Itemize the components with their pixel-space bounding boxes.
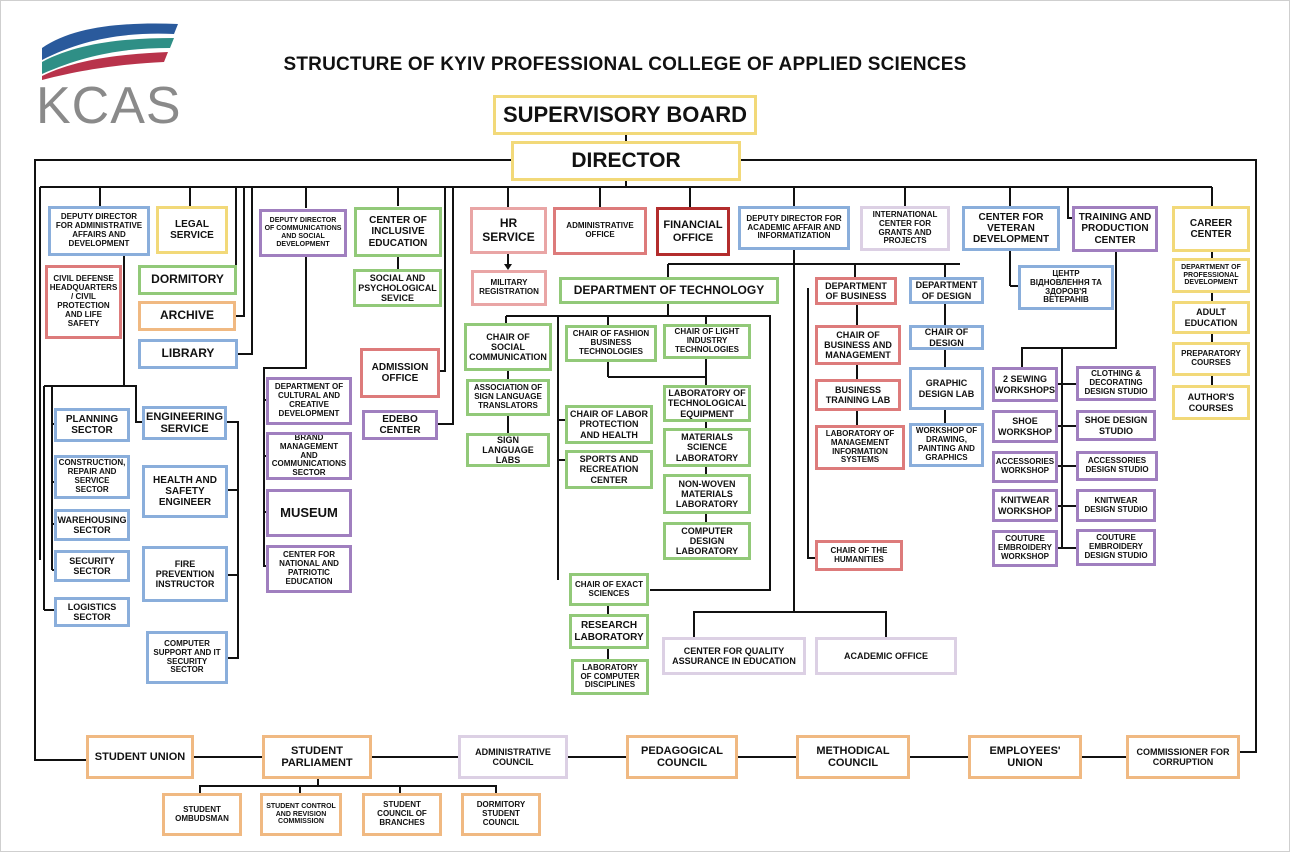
clothing-studio-box: CLOTHING & DECORATING DESIGN STUDIO bbox=[1076, 366, 1156, 401]
methodical-council-box: METHODICAL COUNCIL bbox=[796, 735, 910, 779]
chair-business-mgmt-box: CHAIR OF BUSINESS AND MANAGEMENT bbox=[815, 325, 901, 365]
research-lab-box: RESEARCH LABORATORY bbox=[569, 614, 649, 649]
chair-labor-box: CHAIR OF LABOR PROTECTION AND HEALTH bbox=[565, 405, 653, 444]
lab-comp-disc-box: LABORATORY OF COMPUTER DISCIPLINES bbox=[571, 659, 649, 695]
dept-technology-box: DEPARTMENT OF TECHNOLOGY bbox=[559, 277, 779, 304]
deputy-academic-box: DEPUTY DIRECTOR FOR ACADEMIC AFFAIR AND … bbox=[738, 206, 850, 250]
nonwoven-lab-box: NON-WOVEN MATERIALS LABORATORY bbox=[663, 474, 751, 514]
chair-exact-box: CHAIR OF EXACT SCIENCES bbox=[569, 573, 649, 606]
military-reg-box: MILITARY REGISTRATION bbox=[471, 270, 547, 306]
student-council-box: STUDENT COUNCIL OF BRANCHES bbox=[362, 793, 442, 836]
deputy-admin-box: DEPUTY DIRECTOR FOR ADMINISTRATIVE AFFAI… bbox=[48, 206, 150, 256]
accessories-workshop-box: ACCESSORIES WORKSHOP bbox=[992, 451, 1058, 483]
social-psych-box: SOCIAL AND PSYCHOLOGICAL SEVICE bbox=[353, 269, 442, 307]
student-control-box: STUDENT CONTROL AND REVISION COMMISSION bbox=[260, 793, 342, 836]
career-center-box: CAREER CENTER bbox=[1172, 206, 1250, 252]
inclusive-center-box: CENTER OF INCLUSIVE EDUCATION bbox=[354, 207, 442, 257]
student-parliament-box: STUDENT PARLIAMENT bbox=[262, 735, 372, 779]
academic-office-box: ACADEMIC OFFICE bbox=[815, 637, 957, 675]
materials-lab-box: MATERIALS SCIENCE LABORATORY bbox=[663, 428, 751, 467]
museum-box: MUSEUM bbox=[266, 489, 352, 537]
legal-service-box: LEGAL SERVICE bbox=[156, 206, 228, 254]
authors-courses-box: AUTHOR'S COURSES bbox=[1172, 385, 1250, 420]
chair-social-comm-box: CHAIR OF SOCIAL COMMUNICATION bbox=[464, 323, 552, 371]
shoe-studio-box: SHOE DESIGN STUDIO bbox=[1076, 410, 1156, 441]
logo-blue-stripe bbox=[42, 23, 178, 60]
intl-center-box: INTERNATIONAL CENTER FOR GRANTS AND PROJ… bbox=[860, 206, 950, 251]
veteran-center-box: CENTER FOR VETERAN DEVELOPMENT bbox=[962, 206, 1060, 251]
fire-prevention-box: FIRE PREVENTION INSTRUCTOR bbox=[142, 546, 228, 602]
quality-center-box: CENTER FOR QUALITY ASSURANCE IN EDUCATIO… bbox=[662, 637, 806, 675]
employees-union-box: EMPLOYEES' UNION bbox=[968, 735, 1082, 779]
warehousing-box: WAREHOUSING SECTOR bbox=[54, 509, 130, 541]
sewing-workshops-box: 2 SEWING WORKSHOPS bbox=[992, 367, 1058, 402]
engineering-service-box: ENGINEERING SERVICE bbox=[142, 406, 227, 440]
lab-tech-equipment-box: LABORATORY OF TECHNOLOGICAL EQUIPMENT bbox=[663, 385, 751, 422]
logo-text: KCAS bbox=[36, 77, 182, 135]
training-center-box: TRAINING AND PRODUCTION CENTER bbox=[1072, 206, 1158, 252]
student-ombudsman-box: STUDENT OMBUDSMAN bbox=[162, 793, 242, 836]
workshop-drawing-box: WORKSHOP OF DRAWING, PAINTING AND GRAPHI… bbox=[909, 423, 984, 467]
logistics-box: LOGISTICS SECTOR bbox=[54, 597, 130, 627]
chair-fashion-box: CHAIR OF FASHION BUSINESS TECHNOLOGIES bbox=[565, 325, 657, 362]
dept-business-box: DEPARTMENT OF BUSINESS bbox=[815, 277, 897, 305]
computer-design-lab-box: COMPUTER DESIGN LABORATORY bbox=[663, 522, 751, 560]
couture-studio-box: COUTURE EMBROIDERY DESIGN STUDIO bbox=[1076, 529, 1156, 566]
director-box: DIRECTOR bbox=[511, 141, 741, 181]
admin-office-box: ADMINISTRATIVE OFFICE bbox=[553, 207, 647, 255]
logo-red-stripe bbox=[42, 52, 168, 80]
hr-arrow-icon bbox=[504, 264, 512, 270]
edebo-center-box: EDEBO CENTER bbox=[362, 410, 438, 440]
page-title: STRUCTURE OF KYIV PROFESSIONAL COLLEGE O… bbox=[283, 54, 967, 75]
cultural-dept-box: DEPARTMENT OF CULTURAL AND CREATIVE DEVE… bbox=[266, 377, 352, 425]
chair-design-box: CHAIR OF DESIGN bbox=[909, 325, 984, 350]
shoe-workshop-box: SHOE WORKSHOP bbox=[992, 410, 1058, 443]
dormitory-council-box: DORMITORY STUDENT COUNCIL bbox=[461, 793, 541, 836]
sign-assoc-box: ASSOCIATION OF SIGN LANGUAGE TRANSLATORS bbox=[466, 379, 550, 416]
accessories-studio-box: ACCESSORIES DESIGN STUDIO bbox=[1076, 451, 1158, 481]
business-lab-box: BUSINESS TRAINING LAB bbox=[815, 379, 901, 411]
security-sector-box: SECURITY SECTOR bbox=[54, 550, 130, 582]
dept-prof-dev-box: DEPARTMENT OF PROFESSIONAL DEVELOPMENT bbox=[1172, 258, 1250, 293]
brand-mgmt-box: BRAND MANAGEMENT AND COMMUNICATIONS SECT… bbox=[266, 432, 352, 480]
knitwear-studio-box: KNITWEAR DESIGN STUDIO bbox=[1076, 489, 1156, 522]
computer-support-box: COMPUTER SUPPORT AND IT SECURITY SECTOR bbox=[146, 631, 228, 684]
supervisory-board-box: SUPERVISORY BOARD bbox=[493, 95, 757, 135]
archive-box: ARCHIVE bbox=[138, 301, 236, 331]
admin-council-box: ADMINISTRATIVE COUNCIL bbox=[458, 735, 568, 779]
pedagogical-council-box: PEDAGOGICAL COUNCIL bbox=[626, 735, 738, 779]
logo-teal-stripe bbox=[42, 38, 174, 74]
commissioner-box: COMMISSIONER FOR CORRUPTION bbox=[1126, 735, 1240, 779]
hr-service-box: HR SERVICE bbox=[470, 207, 547, 254]
chair-humanities-box: CHAIR OF THE HUMANITIES bbox=[815, 540, 903, 571]
preparatory-box: PREPARATORY COURSES bbox=[1172, 342, 1250, 376]
dormitory-box: DORMITORY bbox=[138, 265, 237, 295]
chair-light-box: CHAIR OF LIGHT INDUSTRY TECHNOLOGIES bbox=[663, 324, 751, 359]
financial-office-box: FINANCIAL OFFICE bbox=[656, 207, 730, 256]
civil-defense-box: CIVIL DEFENSE HEADQUARTERS / CIVIL PROTE… bbox=[45, 265, 122, 339]
graphic-lab-box: GRAPHIC DESIGN LAB bbox=[909, 367, 984, 410]
sign-labs-box: SIGN LANGUAGE LABS bbox=[466, 433, 550, 467]
health-safety-box: HEALTH AND SAFETY ENGINEER bbox=[142, 465, 228, 518]
ukr-center-box: ЦЕНТР ВІДНОВЛЕННЯ ТА ЗДОРОВ'Я ВЕТЕРАНІВ bbox=[1018, 265, 1114, 310]
lab-mgmt-info-box: LABORATORY OF MANAGEMENT INFORMATION SYS… bbox=[815, 425, 905, 470]
sports-center-box: SPORTS AND RECREATION CENTER bbox=[565, 450, 653, 489]
planning-sector-box: PLANNING SECTOR bbox=[54, 408, 130, 442]
dept-design-box: DEPARTMENT OF DESIGN bbox=[909, 277, 984, 304]
deputy-comm-box: DEPUTY DIRECTOR OF COMMUNICATIONS AND SO… bbox=[259, 209, 347, 257]
national-center-box: CENTER FOR NATIONAL AND PATRIOTIC EDUCAT… bbox=[266, 545, 352, 593]
couture-workshop-box: COUTURE EMBROIDERY WORKSHOP bbox=[992, 530, 1058, 567]
kcas-logo bbox=[42, 23, 178, 80]
student-union-box: STUDENT UNION bbox=[86, 735, 194, 779]
knitwear-workshop-box: KNITWEAR WORKSHOP bbox=[992, 489, 1058, 522]
library-box: LIBRARY bbox=[138, 339, 238, 369]
adult-education-box: ADULT EDUCATION bbox=[1172, 301, 1250, 334]
admission-office-box: ADMISSION OFFICE bbox=[360, 348, 440, 398]
construction-sector-box: CONSTRUCTION, REPAIR AND SERVICE SECTOR bbox=[54, 455, 130, 499]
